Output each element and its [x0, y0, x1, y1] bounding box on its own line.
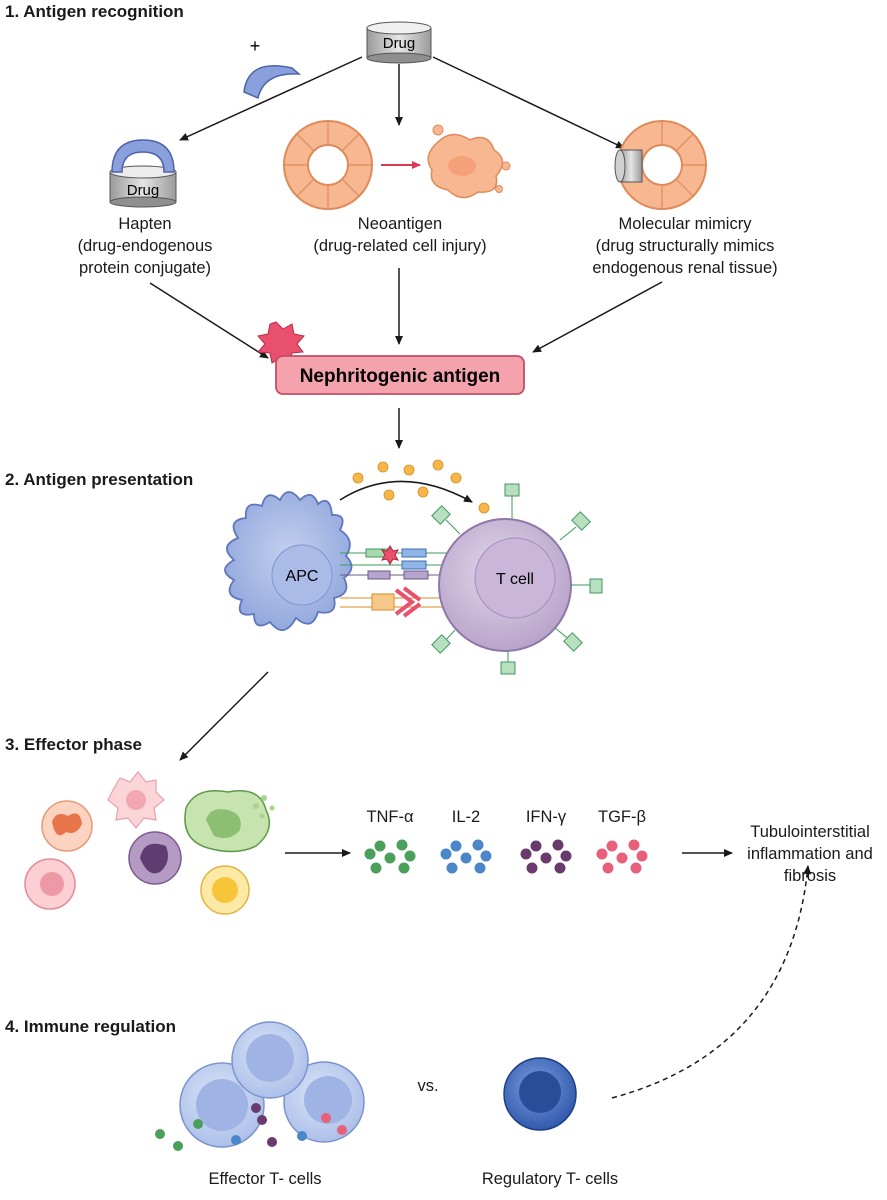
apc-cell-icon — [224, 491, 353, 631]
t-cell-receptors — [431, 483, 603, 675]
drug-cylinder-icon — [366, 21, 432, 64]
regulatory-t-cell-icon — [503, 1057, 577, 1131]
effector-t-cells-label: Effector T- cells — [208, 1170, 322, 1188]
effector-cells-cluster — [24, 771, 275, 915]
section-effector-phase: 3. Effector phase — [5, 735, 142, 754]
neoantigen-label: Neoantigen (drug-related cell injury) — [313, 215, 487, 255]
arrow-mimicry-to-antigen — [532, 281, 663, 353]
t-cell-label: T cell — [496, 571, 534, 588]
arrow-hapten-to-antigen — [149, 282, 269, 359]
cytokine-dot — [595, 847, 609, 861]
vs-label: vs. — [417, 1077, 439, 1095]
renal-tubule-icon — [283, 120, 373, 210]
immune-synapse — [340, 545, 450, 618]
cytokine-dot — [601, 861, 615, 875]
cytokine-label-2: IFN-γ — [525, 808, 567, 826]
apc-label: APC — [286, 568, 319, 585]
cytokine-label-0: TNF-α — [366, 808, 414, 826]
cytokine-dot — [449, 839, 463, 853]
cytokine-dot — [395, 838, 409, 852]
cytokine-dot — [635, 849, 649, 863]
cytokine-dot — [471, 838, 485, 852]
cytokine-dot — [403, 849, 417, 863]
cytokine-dot — [473, 861, 487, 875]
cytokine-dot — [519, 847, 533, 861]
cytokine-dot — [525, 861, 539, 875]
section-antigen-presentation: 2. Antigen presentation — [5, 470, 194, 489]
t-cell-icon — [438, 518, 572, 652]
cytokine-dot — [369, 861, 383, 875]
cytokine-dot — [445, 861, 459, 875]
outcome-label: Tubulointerstitial inflammation and fibr… — [747, 823, 873, 885]
cytokine-dot — [397, 861, 411, 875]
cytokine-dot — [479, 849, 493, 863]
cytokine-label-1: IL-2 — [451, 808, 481, 826]
plus-sign: + — [250, 36, 261, 56]
cytokine-dot — [553, 861, 567, 875]
cytokine-dot — [383, 851, 397, 865]
cytokine-dot — [615, 851, 629, 865]
injured-cell-icon — [427, 124, 511, 199]
hapten-drug-label: Drug — [127, 182, 160, 199]
cytokine-dot — [363, 847, 377, 861]
cytokine-dot — [551, 838, 565, 852]
section-immune-regulation: 4. Immune regulation — [5, 1017, 176, 1036]
arrow-apc-to-tcell — [339, 480, 473, 503]
effector-t-cells-icon — [155, 1021, 365, 1151]
cytokine-dot — [627, 838, 641, 852]
cytokine-dot — [559, 849, 573, 863]
hapten-conjugate-icon — [109, 139, 177, 208]
cytokine-dot — [373, 839, 387, 853]
cytokine-dot — [439, 847, 453, 861]
cytokine-dots — [352, 459, 490, 514]
molecular-mimicry-label: Molecular mimicry (drug structurally mim… — [592, 215, 778, 277]
cytokine-label-3: TGF-β — [598, 808, 646, 826]
section-antigen-recognition: 1. Antigen recognition — [5, 2, 184, 21]
regulatory-t-cells-label: Regulatory T- cells — [481, 1170, 619, 1188]
hapten-label: Hapten (drug-endogenous protein conjugat… — [77, 215, 213, 277]
drug-label: Drug — [383, 35, 416, 52]
nephritogenic-antigen-box — [275, 355, 525, 395]
cytokine-dot — [529, 839, 543, 853]
arrow-drug-to-hapten — [179, 56, 363, 141]
cytokine-clusters — [363, 838, 649, 875]
cytokine-dot — [539, 851, 553, 865]
carrier-protein-icon — [243, 64, 302, 100]
dashed-regulation-arrow — [611, 865, 812, 1099]
cytokine-dot — [605, 839, 619, 853]
mimicry-tubule-icon — [614, 120, 707, 210]
nephritogenic-antigen-label: Nephritogenic antigen — [300, 366, 501, 387]
cytokine-dot — [459, 851, 473, 865]
arrow-presentation-to-effector — [179, 671, 269, 761]
cytokine-dot — [629, 861, 643, 875]
arrow-drug-to-mimicry — [432, 56, 625, 149]
